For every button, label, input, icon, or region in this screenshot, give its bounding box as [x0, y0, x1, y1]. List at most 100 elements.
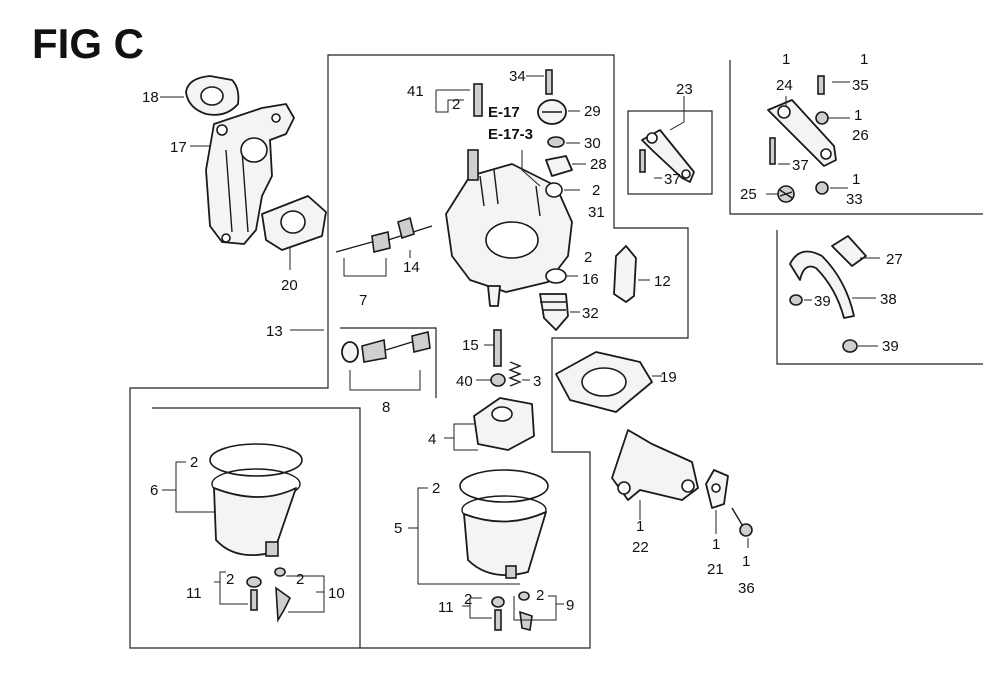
- callout-6: 6: [150, 482, 158, 499]
- callout-9: 9: [566, 597, 574, 614]
- screw-10-icon: [274, 567, 292, 623]
- screw-34-icon: [545, 69, 553, 95]
- callout-2-11b: 2: [464, 591, 472, 608]
- callout-13: 13: [266, 323, 283, 340]
- callout-2-11a: 2: [226, 571, 234, 588]
- callout-2-16: 2: [584, 249, 592, 266]
- callout-5: 5: [394, 520, 402, 537]
- callout-39b: 39: [882, 338, 899, 355]
- screw-9-icon: [518, 591, 533, 631]
- callout-11b: 11: [438, 599, 454, 616]
- callout-15: 15: [462, 337, 479, 354]
- washer-30-icon: [547, 136, 565, 148]
- float-4-icon: [473, 397, 535, 451]
- callout-2-10: 2: [296, 571, 304, 588]
- insulator-bracket-17-icon: [205, 103, 295, 245]
- callout-14: 14: [403, 259, 420, 276]
- callout-labels: 18 17 20 13 41 2 34 29 30 28 2 31 14 7 2…: [142, 51, 903, 616]
- float-valve-12-icon: [613, 245, 637, 303]
- callout-30: 30: [584, 135, 601, 152]
- choke-lever-24-icon: [767, 99, 837, 167]
- reference-e17-3: E-17-3: [488, 126, 533, 143]
- callout-10: 10: [328, 585, 345, 602]
- bracket-22-icon: [611, 429, 699, 501]
- reference-e17: E-17: [488, 104, 520, 121]
- arm-subgroup-frame: [627, 110, 713, 195]
- callout-35: 35: [852, 77, 869, 94]
- fuel-bowl-left-frame: [152, 407, 361, 648]
- gasket-18-icon: [185, 75, 240, 116]
- callout-4: 4: [428, 431, 436, 448]
- callout-29: 29: [584, 103, 601, 120]
- spring-3-icon: [508, 361, 522, 387]
- screw-35-icon: [817, 75, 825, 95]
- callout-19: 19: [660, 369, 677, 386]
- callout-2-31: 2: [592, 182, 600, 199]
- callout-1-21: 1: [712, 536, 720, 553]
- clip-21-icon: [705, 469, 729, 509]
- callout-31: 31: [588, 204, 605, 221]
- callout-2-41: 2: [452, 96, 460, 113]
- fuel-tube-38-icon: [789, 250, 855, 319]
- callout-39a: 39: [814, 293, 831, 310]
- callout-1-22: 1: [636, 518, 644, 535]
- callout-28: 28: [590, 156, 607, 173]
- jet-holder-32-icon: [539, 293, 569, 331]
- clip-40-icon: [490, 373, 506, 387]
- callout-26: 26: [852, 127, 869, 144]
- callout-27: 27: [886, 251, 903, 268]
- callout-33: 33: [846, 191, 863, 208]
- callout-17: 17: [170, 139, 187, 156]
- callout-11a: 11: [186, 585, 202, 602]
- spring-25-icon: [777, 185, 795, 203]
- clip-39a-icon: [789, 294, 803, 306]
- callout-21: 21: [707, 561, 724, 578]
- screw-assembly-8-icon: [341, 331, 431, 363]
- callout-36: 36: [738, 580, 755, 597]
- nut-33-icon: [815, 181, 829, 195]
- bolt-36-icon: [731, 507, 753, 537]
- carburetor-group-frame: [129, 54, 689, 649]
- callout-2-6: 2: [190, 454, 198, 471]
- callout-16: 16: [582, 271, 599, 288]
- callout-34: 34: [509, 68, 526, 85]
- callout-1-24: 1: [782, 51, 790, 68]
- leader-lines: [160, 75, 880, 621]
- callout-2-5: 2: [432, 480, 440, 497]
- valve-28-icon: [545, 155, 573, 177]
- fuel-tube-kit-frame: [776, 230, 983, 365]
- callout-1-36: 1: [742, 553, 750, 570]
- callout-2-9: 2: [536, 587, 544, 604]
- gasket-19-icon: [555, 351, 653, 413]
- needle-15-icon: [493, 329, 502, 367]
- callout-37b: 37: [792, 157, 809, 174]
- carburetor-body-icon: [445, 83, 573, 307]
- callout-12: 12: [654, 273, 671, 290]
- gasket-20-icon: [261, 195, 327, 251]
- fuel-bowl-6-icon: [209, 443, 303, 557]
- callout-25: 25: [740, 186, 757, 203]
- callout-23: 23: [676, 81, 693, 98]
- screw-11b-icon: [491, 596, 505, 631]
- pilot-screw-7-icon: [335, 216, 433, 253]
- callout-24: 24: [776, 77, 793, 94]
- washer-26-icon: [815, 111, 829, 125]
- callout-3: 3: [533, 373, 541, 390]
- screw-11a-icon: [246, 576, 262, 611]
- callout-1-26: 1: [854, 107, 862, 124]
- callout-22: 22: [632, 539, 649, 556]
- pin-37-icon: [769, 137, 776, 165]
- cap-29-icon: [537, 99, 567, 125]
- o-ring-31-icon: [545, 182, 563, 198]
- callout-41: 41: [407, 83, 424, 100]
- callout-38: 38: [880, 291, 897, 308]
- fuel-bowl-5-icon: [459, 469, 549, 579]
- air-screw-subgroup-frame: [340, 327, 437, 398]
- callout-32: 32: [582, 305, 599, 322]
- clip-39b-icon: [842, 339, 858, 353]
- callout-7: 7: [359, 292, 367, 309]
- figure-title: FIG C: [32, 20, 144, 67]
- callout-8: 8: [382, 399, 390, 416]
